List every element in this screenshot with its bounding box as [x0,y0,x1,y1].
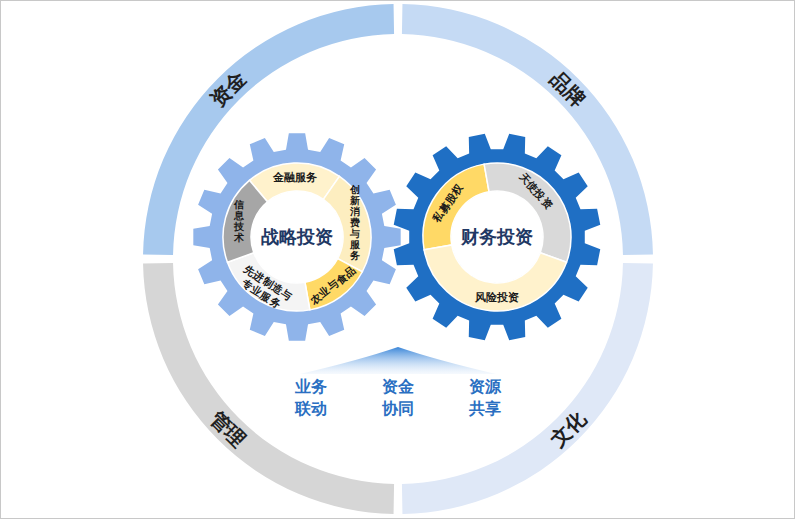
ring-arc-shape [143,263,394,514]
gear: 战略投资金融服务创新消费 与服务农业与食品先进制造与 专业服务信息技术 [190,130,404,344]
node-text: 创新消费 与服务 [350,184,360,261]
node-text: 战略投资 [261,226,333,248]
node-text: 信息技术 [234,199,244,243]
gear-segment-shape [223,180,267,262]
node-text: 财务投资 [461,226,533,248]
gear-segment-shape [323,176,371,271]
synergy-label: 资金 协同 [382,376,414,419]
gear-segment-shape [305,259,362,310]
gear-teeth [394,134,601,341]
gear-segment-shape [423,164,489,250]
light-beam [300,347,496,374]
gear-segment-shape [484,163,571,262]
synergy-label: 业务 联动 [295,376,327,419]
synergy-label: 资源 共享 [469,376,501,419]
gear-segment-shape [424,245,566,311]
ring-arc-shape [402,263,653,514]
gear-teeth [193,133,400,340]
node-text: 风险投资 [475,291,519,304]
gear: 财务投资私募股权天使投资风险投资 [390,130,604,344]
node-text: 金融服务 [273,171,317,184]
